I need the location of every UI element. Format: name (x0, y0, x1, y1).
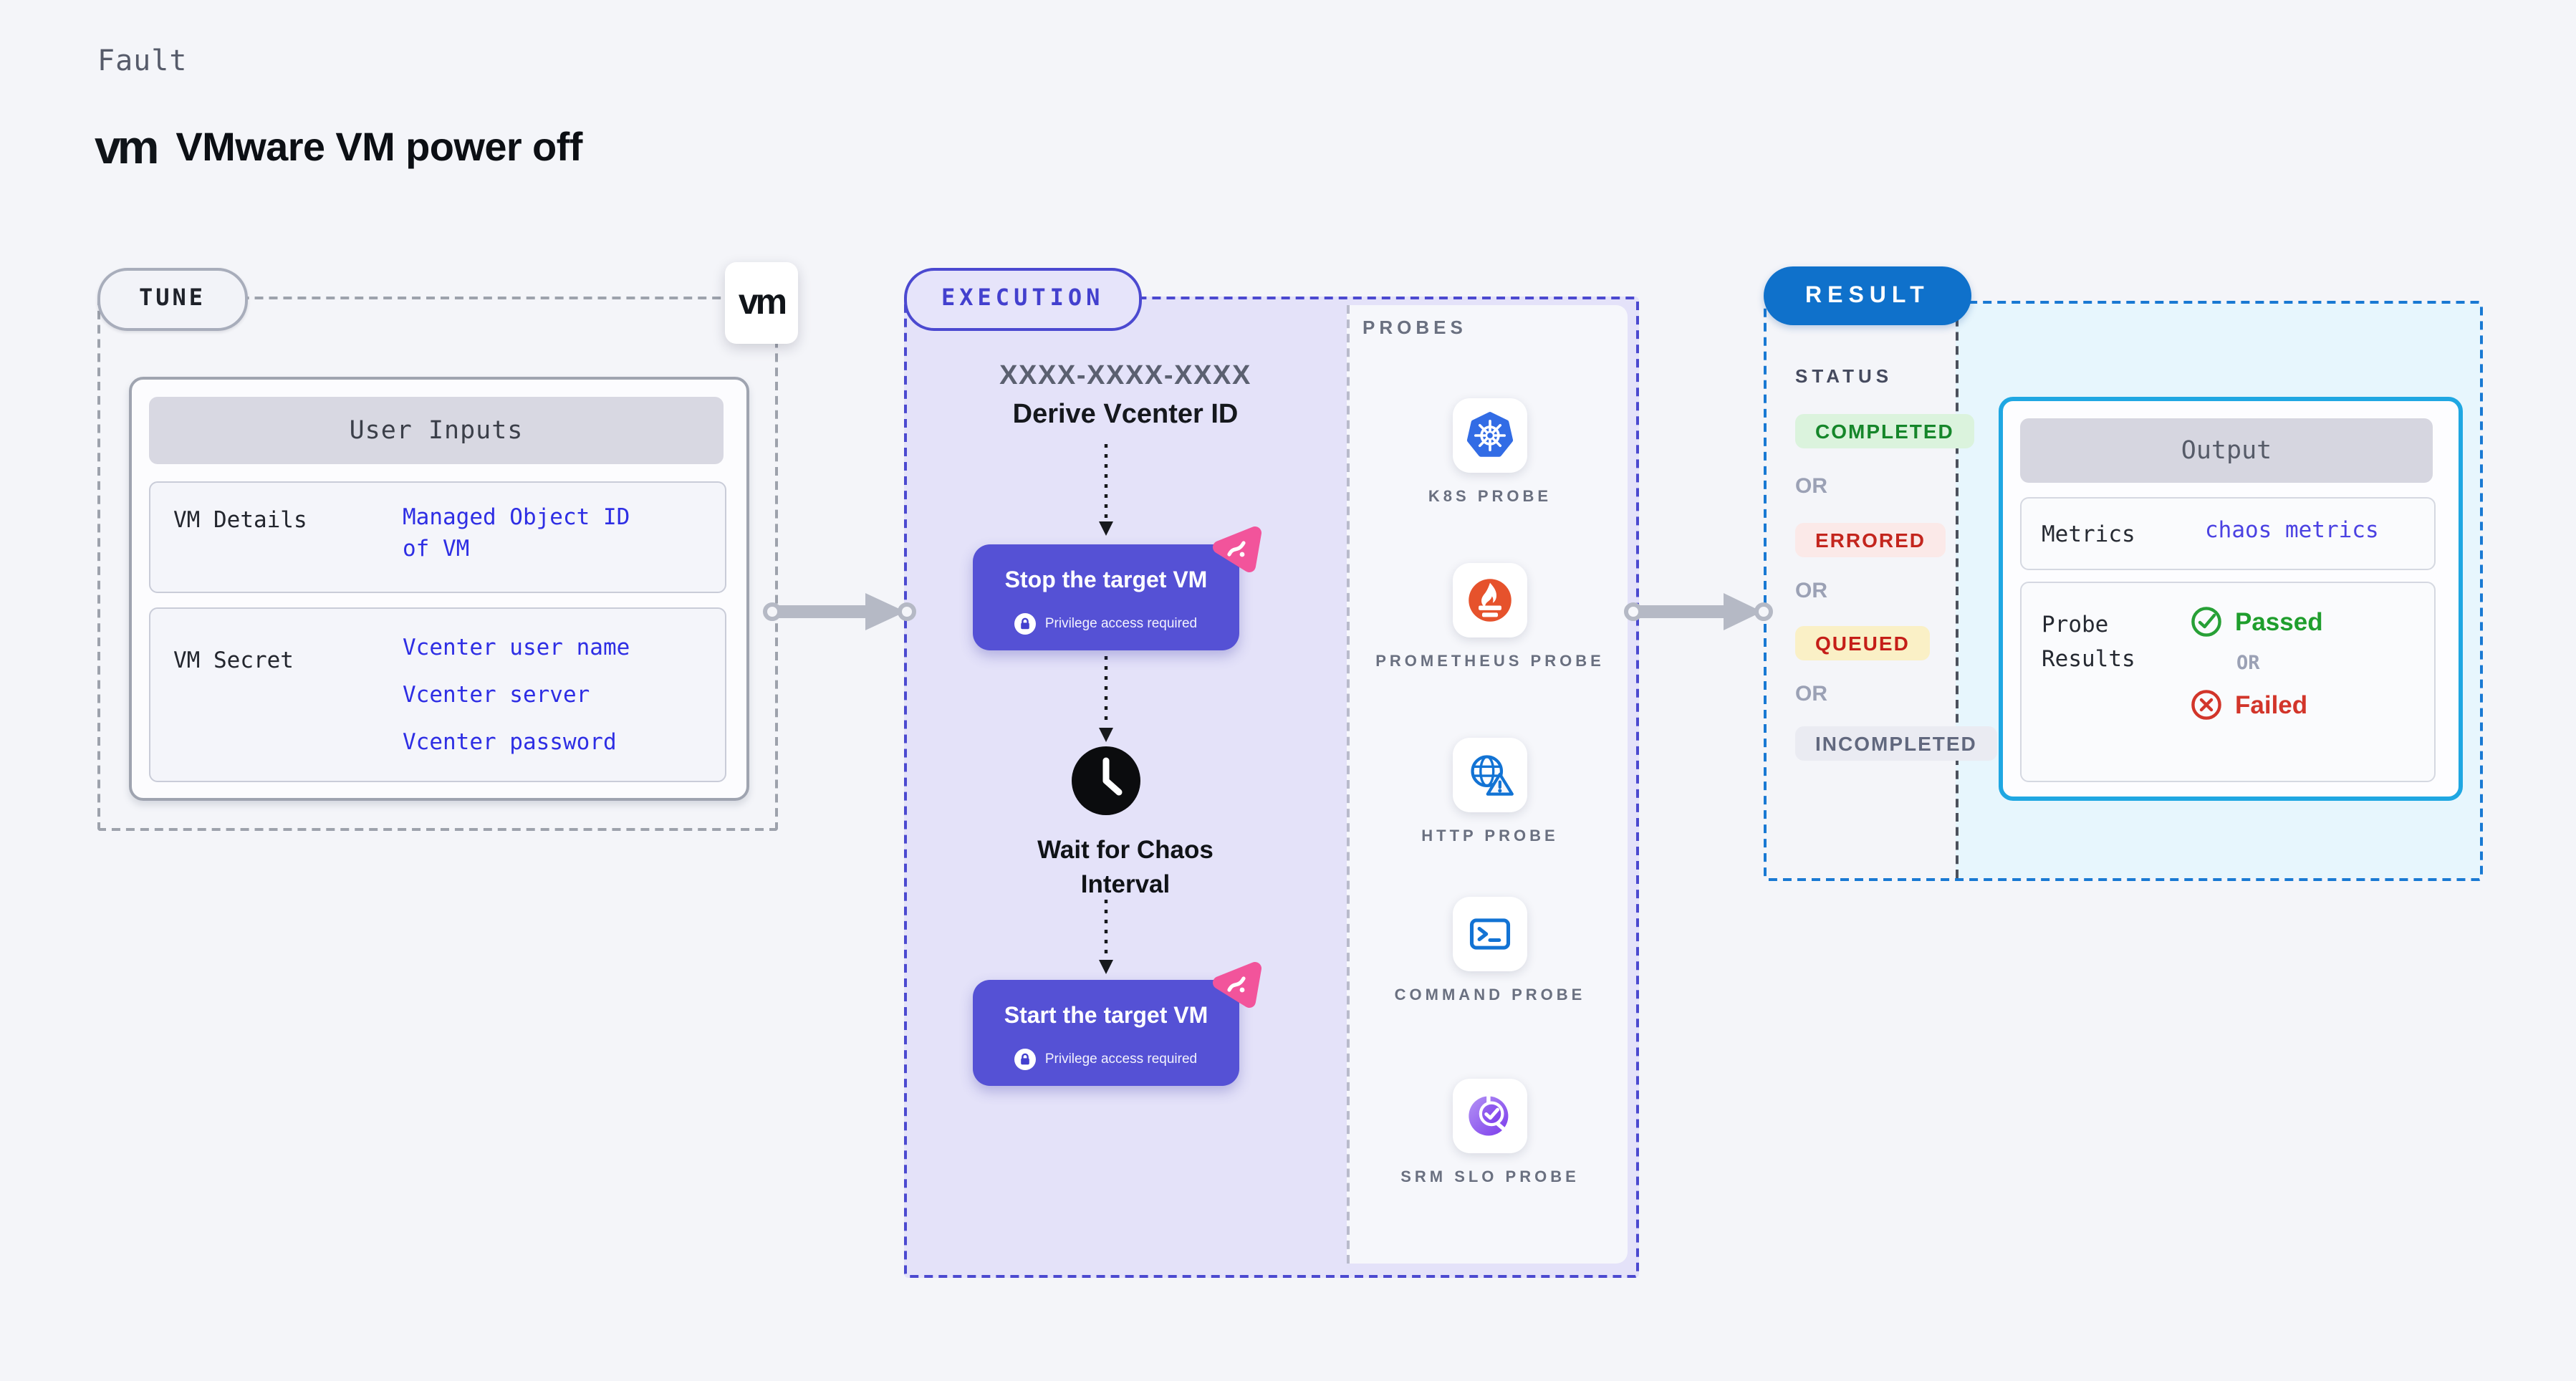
metrics-label: Metrics (2042, 521, 2135, 547)
or-separator: OR (2236, 652, 2260, 675)
or-separator: OR (1795, 474, 1827, 499)
status-badge-completed: COMPLETED (1795, 414, 1974, 448)
derive-vcenter-id-code: XXXX-XXXX-XXXX (999, 361, 1251, 391)
probe-results-row: Probe Results Passed OR Faile (2020, 582, 2436, 782)
flow-connector (1099, 444, 1113, 536)
status-badge-errored: ERRORED (1795, 523, 1946, 557)
check-circle-icon (2191, 607, 2221, 637)
tune-to-execution-arrow (763, 593, 916, 630)
stop-target-vm-label: Stop the target VM (1004, 569, 1208, 593)
passed-row: Passed (2191, 606, 2323, 637)
http-globe-warning-icon (1471, 755, 1514, 796)
or-separator: OR (1795, 682, 1827, 706)
vm-details-value: Managed Object ID of VM (403, 504, 630, 562)
k8s-probe-card (1453, 398, 1527, 473)
metrics-row: Metrics chaos metrics (2020, 497, 2436, 570)
page-header: vm VMware VM power off (95, 123, 582, 170)
prometheus-icon (1469, 579, 1512, 622)
probe-item-k8s: K8S PROBE (1375, 398, 1605, 510)
privilege-note: Privilege access required (973, 1049, 1239, 1070)
wait-clock-icon (1072, 746, 1140, 815)
probe-item-http: HTTP PROBE (1375, 738, 1605, 850)
or-separator: OR (1795, 579, 1827, 603)
vm-details-values: Managed Object ID of VM (403, 501, 649, 564)
probe-results-label: Probe Results (2042, 612, 2135, 672)
x-circle-icon (2191, 690, 2221, 720)
fault-category-label: Fault (97, 43, 188, 77)
vm-details-row: VM Details Managed Object ID of VM (149, 481, 726, 593)
failed-label: Failed (2235, 690, 2308, 718)
vm-secret-row: VM Secret Vcenter user name Vcenter serv… (149, 607, 726, 782)
lock-icon (1014, 1049, 1037, 1070)
start-target-vm-button[interactable]: Start the target VM Privilege access req… (973, 980, 1239, 1086)
command-probe-card (1453, 897, 1527, 971)
start-target-vm-label: Start the target VM (1004, 1004, 1208, 1029)
flow-connector (1099, 656, 1113, 742)
privilege-note-text: Privilege access required (1044, 616, 1198, 632)
prometheus-probe-label: PROMETHEUS PROBE (1375, 653, 1605, 670)
command-probe-label: COMMAND PROBE (1394, 987, 1586, 1004)
probes-title: PROBES (1363, 317, 1467, 338)
lock-icon (1014, 613, 1037, 635)
srm-slo-probe-label: SRM SLO PROBE (1400, 1169, 1580, 1186)
vm-secret-label: VM Secret (173, 648, 294, 673)
execution-badge: EXECUTION (904, 268, 1142, 331)
metrics-value: chaos metrics (2205, 517, 2379, 543)
kubernetes-icon (1466, 412, 1514, 457)
probe-results-values: Passed OR Failed (2191, 606, 2323, 721)
result-badge: RESULT (1764, 266, 1971, 325)
status-badge-incompleted: INCOMPLETED (1795, 726, 1997, 761)
user-inputs-header: User Inputs (149, 397, 724, 464)
probe-item-prometheus: PROMETHEUS PROBE (1375, 563, 1605, 675)
passed-label: Passed (2235, 607, 2323, 635)
vmware-logo-icon: vm (738, 282, 787, 322)
user-inputs-card: User Inputs VM Details Managed Object ID… (129, 377, 749, 801)
status-title: STATUS (1795, 365, 1893, 387)
failed-row: Failed (2191, 689, 2323, 721)
vm-secret-value: Vcenter password (403, 729, 617, 755)
output-header: Output (2020, 418, 2433, 483)
chaos-deco-icon (1213, 526, 1261, 572)
output-card: Output Metrics chaos metrics Probe Resul… (1999, 397, 2463, 801)
privilege-note-text: Privilege access required (1044, 1052, 1198, 1067)
http-probe-label: HTTP PROBE (1421, 828, 1559, 845)
terminal-icon (1469, 918, 1511, 950)
derive-vcenter-id-label: Derive Vcenter ID (1012, 400, 1239, 430)
http-probe-card (1453, 738, 1527, 812)
probe-item-srm-slo: SRM SLO PROBE (1375, 1079, 1605, 1190)
page-title: VMware VM power off (176, 124, 582, 168)
wait-for-chaos-interval-label: Wait for Chaos Interval (1037, 835, 1213, 898)
k8s-probe-label: K8S PROBE (1428, 489, 1552, 506)
prometheus-probe-card (1453, 563, 1527, 637)
slo-donut-check-icon (1469, 1095, 1509, 1136)
chaos-deco-icon (1213, 962, 1261, 1008)
tune-panel (97, 297, 778, 831)
vmware-logo-icon: vm (95, 120, 159, 173)
vmware-logo-card: vm (725, 262, 798, 344)
vm-details-label: VM Details (173, 507, 307, 533)
vm-secret-value: Vcenter server (403, 682, 590, 708)
vm-secret-value: Vcenter user name (403, 635, 630, 660)
status-badge-queued: QUEUED (1795, 626, 1930, 660)
tune-badge: TUNE (97, 268, 248, 331)
flow-connector (1099, 900, 1113, 974)
vm-secret-values: Vcenter user name Vcenter server Vcenter… (403, 632, 689, 758)
privilege-note: Privilege access required (973, 613, 1239, 635)
srm-slo-probe-card (1453, 1079, 1527, 1153)
probe-item-command: COMMAND PROBE (1375, 897, 1605, 1009)
execution-to-result-arrow (1624, 593, 1773, 630)
stop-target-vm-button[interactable]: Stop the target VM Privilege access requ… (973, 544, 1239, 650)
result-divider (1956, 304, 1959, 878)
